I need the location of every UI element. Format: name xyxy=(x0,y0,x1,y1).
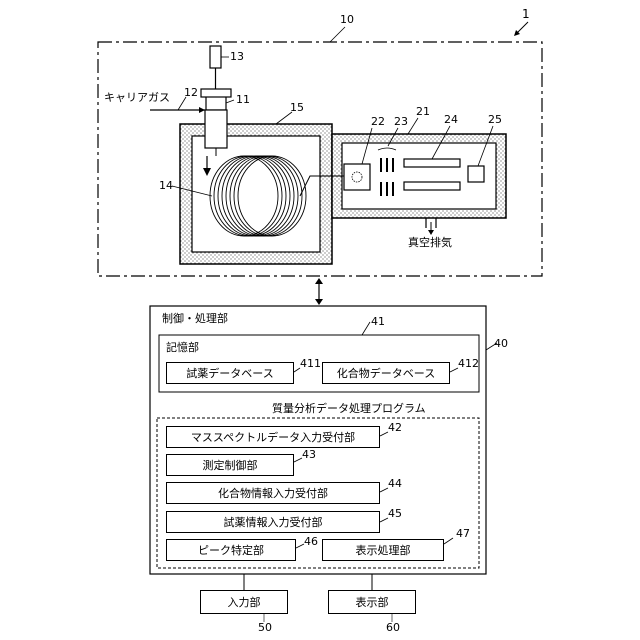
ref-10: 10 xyxy=(340,14,354,26)
control-processing-title: 制御・処理部 xyxy=(162,313,228,325)
ref-13: 13 xyxy=(230,51,244,63)
ref-1: 1 xyxy=(522,8,530,20)
carrier-gas-label: キャリアガス xyxy=(104,92,170,104)
quadrupole-lower xyxy=(404,182,460,190)
input-unit-box: 入力部 xyxy=(200,590,288,614)
ref-23: 23 xyxy=(394,116,408,128)
ref-60: 60 xyxy=(386,622,400,634)
ref-41: 41 xyxy=(371,316,385,328)
compound-database-box: 化合物データベース xyxy=(322,362,450,384)
ref-24: 24 xyxy=(444,114,458,126)
ion-source xyxy=(344,164,370,190)
ref-12: 12 xyxy=(184,87,198,99)
injector-body xyxy=(206,96,226,110)
ref-43: 43 xyxy=(302,449,316,461)
ref-21: 21 xyxy=(416,106,430,118)
program-title: 質量分析データ処理プログラム xyxy=(272,403,426,415)
syringe xyxy=(210,46,221,68)
peak-identification-box: ピーク特定部 xyxy=(166,539,296,561)
display-unit-box: 表示部 xyxy=(328,590,416,614)
vacuum-exhaust-label: 真空排気 xyxy=(408,237,452,249)
ref-14: 14 xyxy=(159,180,173,192)
ms-data-input-box: マススペクトルデータ入力受付部 xyxy=(166,426,380,448)
ref-15: 15 xyxy=(290,102,304,114)
quadrupole-upper xyxy=(404,159,460,167)
ref-412: 412 xyxy=(458,358,479,370)
ref-22: 22 xyxy=(371,116,385,128)
ref-411: 411 xyxy=(300,358,321,370)
ref-40: 40 xyxy=(494,338,508,350)
ref-47: 47 xyxy=(456,528,470,540)
ref-50: 50 xyxy=(258,622,272,634)
reagent-database-box: 試薬データベース xyxy=(166,362,294,384)
injector-top xyxy=(201,89,231,97)
ref-45: 45 xyxy=(388,508,402,520)
ref-11: 11 xyxy=(236,94,250,106)
ref-46: 46 xyxy=(304,536,318,548)
ref-44: 44 xyxy=(388,478,402,490)
storage-title: 記憶部 xyxy=(166,342,199,354)
reagent-info-input-box: 試薬情報入力受付部 xyxy=(166,511,380,533)
measurement-control-box: 測定制御部 xyxy=(166,454,294,476)
compound-info-input-box: 化合物情報入力受付部 xyxy=(166,482,380,504)
ref-25: 25 xyxy=(488,114,502,126)
detector xyxy=(468,166,484,182)
ref-42: 42 xyxy=(388,422,402,434)
display-processing-box: 表示処理部 xyxy=(322,539,444,561)
injector-column xyxy=(205,110,227,148)
